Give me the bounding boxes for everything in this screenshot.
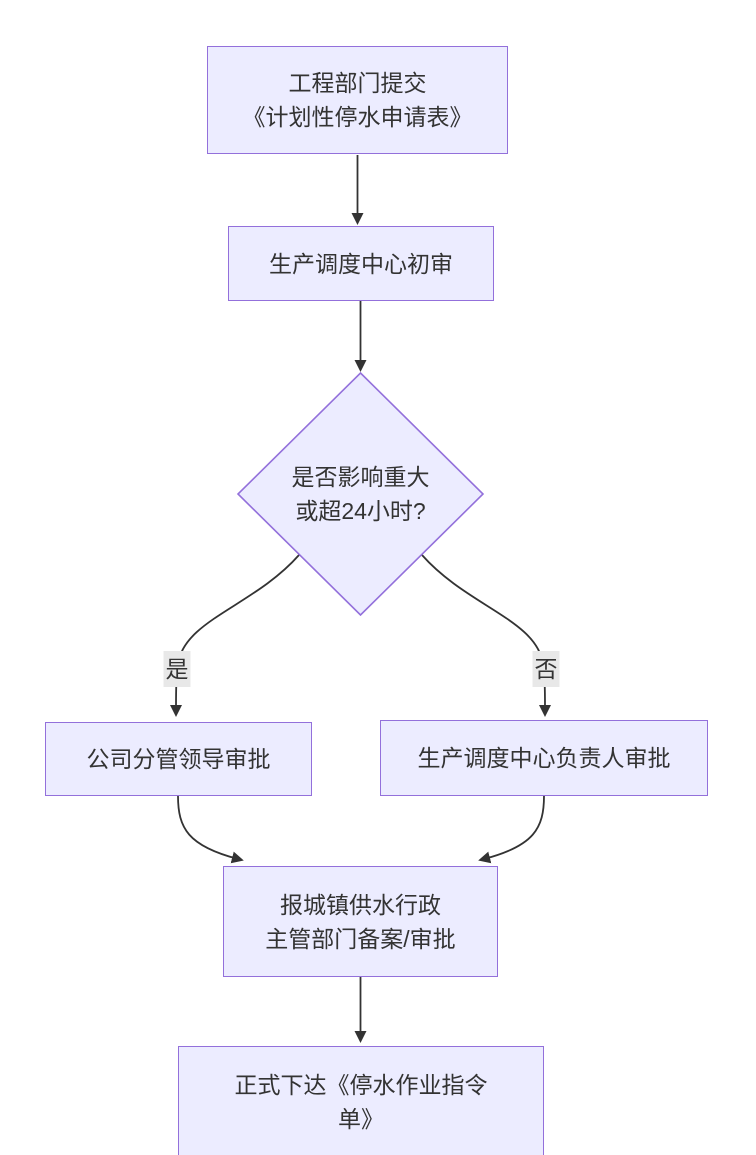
node-decision: 是否影响重大 或超24小时? xyxy=(238,373,483,615)
node-initial-review-label: 生产调度中心初审 xyxy=(269,250,453,277)
node-decision-label: 是否影响重大 或超24小时? xyxy=(291,464,430,524)
node-filing-label: 报城镇供水行政 主管部门备案/审批 xyxy=(265,891,456,952)
node-initial-review: 生产调度中心初审 xyxy=(228,226,494,301)
edge-manager-to-filing xyxy=(478,795,545,864)
edge-label-yes: 是 xyxy=(163,651,191,687)
node-manager-approval: 生产调度中心负责人审批 xyxy=(380,720,708,796)
edge-label-no: 否 xyxy=(532,651,560,687)
node-issue-order-label: 正式下达《停水作业指令 单》 xyxy=(234,1072,488,1132)
node-submit-application-label: 工程部门提交 《计划性停水申请表》 xyxy=(242,70,473,130)
edge-decision-to-leader xyxy=(170,554,300,717)
node-leader-approval-label: 公司分管领导审批 xyxy=(86,746,271,772)
edge-leader-to-filing xyxy=(177,795,244,864)
node-submit-application: 工程部门提交 《计划性停水申请表》 xyxy=(207,46,508,154)
node-issue-order: 正式下达《停水作业指令 单》 xyxy=(178,1046,544,1155)
edge-decision-to-manager xyxy=(421,554,551,717)
node-filing: 报城镇供水行政 主管部门备案/审批 xyxy=(223,866,498,977)
node-manager-approval-label: 生产调度中心负责人审批 xyxy=(417,745,671,771)
node-leader-approval: 公司分管领导审批 xyxy=(45,722,312,796)
decision-diamond-shape xyxy=(236,371,485,617)
